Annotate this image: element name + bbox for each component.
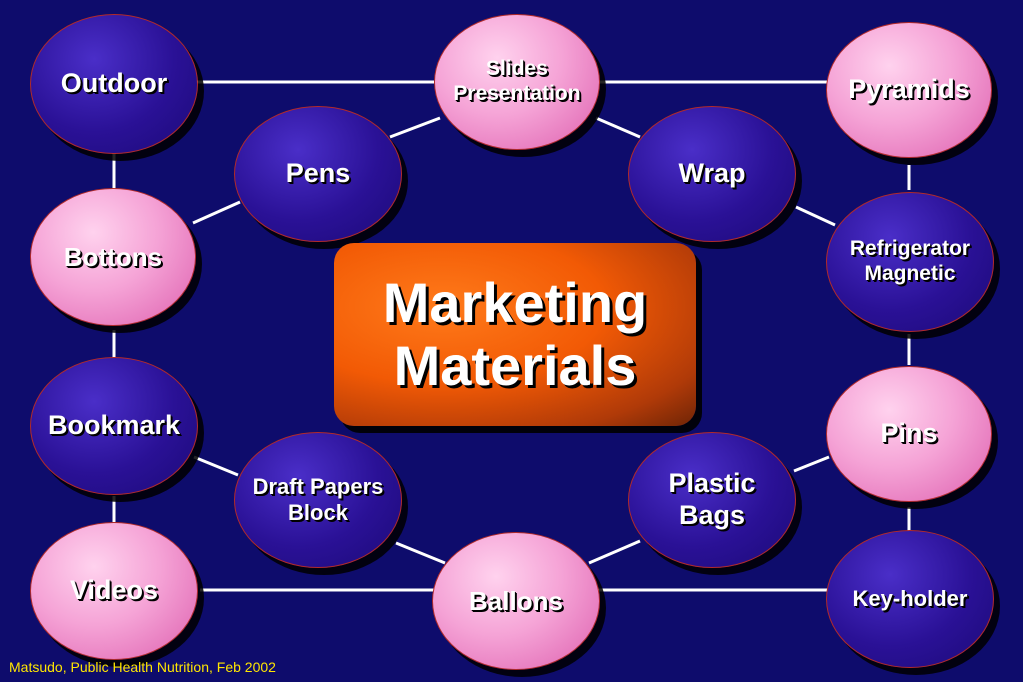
- node-wrap: Wrap: [628, 106, 796, 242]
- node-pins: Pins: [826, 366, 992, 502]
- node-outdoor: Outdoor: [30, 14, 198, 154]
- node-pyramids: Pyramids: [826, 22, 992, 158]
- node-ballons: Ballons: [432, 532, 600, 670]
- connector-pens-bottons: [192, 200, 241, 225]
- node-plastic-bags-label: Plastic Bags: [668, 468, 756, 530]
- connector-wrap-refrigerator: [795, 205, 836, 227]
- node-refrigerator-magnetic: Refrigerator Magnetic: [826, 192, 994, 332]
- connector-slides-wrap: [595, 116, 641, 139]
- node-videos-label: Videos: [69, 575, 159, 606]
- node-videos: Videos: [30, 522, 198, 660]
- node-pyramids-label: Pyramids: [848, 74, 970, 105]
- node-bookmark-label: Bookmark: [47, 410, 181, 441]
- node-pens: Pens: [234, 106, 402, 242]
- node-wrap-label: Wrap: [678, 158, 746, 189]
- node-refrigerator-magnetic-label: Refrigerator Magnetic: [849, 237, 971, 285]
- node-plastic-bags: Plastic Bags: [628, 432, 796, 568]
- connector-bookmark-draft: [193, 455, 239, 477]
- node-bottons-label: Bottons: [63, 241, 163, 272]
- node-bookmark: Bookmark: [30, 357, 198, 495]
- node-pins-label: Pins: [880, 418, 938, 449]
- node-key-holder-label: Key-holder: [852, 586, 968, 612]
- node-slides-presentation: Slides Presentation: [434, 14, 600, 150]
- footer-citation: Matsudo, Public Health Nutrition, Feb 20…: [9, 659, 276, 675]
- node-draft-papers-block: Draft Papers Block: [234, 432, 402, 568]
- center-title-box: Marketing Materials: [334, 243, 696, 426]
- node-pens-label: Pens: [285, 158, 351, 189]
- connector-slides-pens: [389, 116, 441, 139]
- node-draft-papers-block-label: Draft Papers Block: [252, 474, 384, 525]
- node-slides-presentation-label: Slides Presentation: [453, 57, 581, 105]
- node-bottons: Bottons: [30, 188, 196, 326]
- connector-draft-ballons: [395, 541, 446, 565]
- connector-plastic-ballons: [588, 539, 641, 565]
- center-title: Marketing Materials: [382, 270, 648, 397]
- node-ballons-label: Ballons: [469, 585, 563, 616]
- node-outdoor-label: Outdoor: [60, 68, 168, 99]
- node-key-holder: Key-holder: [826, 530, 994, 668]
- connector-pins-plastic: [793, 455, 830, 473]
